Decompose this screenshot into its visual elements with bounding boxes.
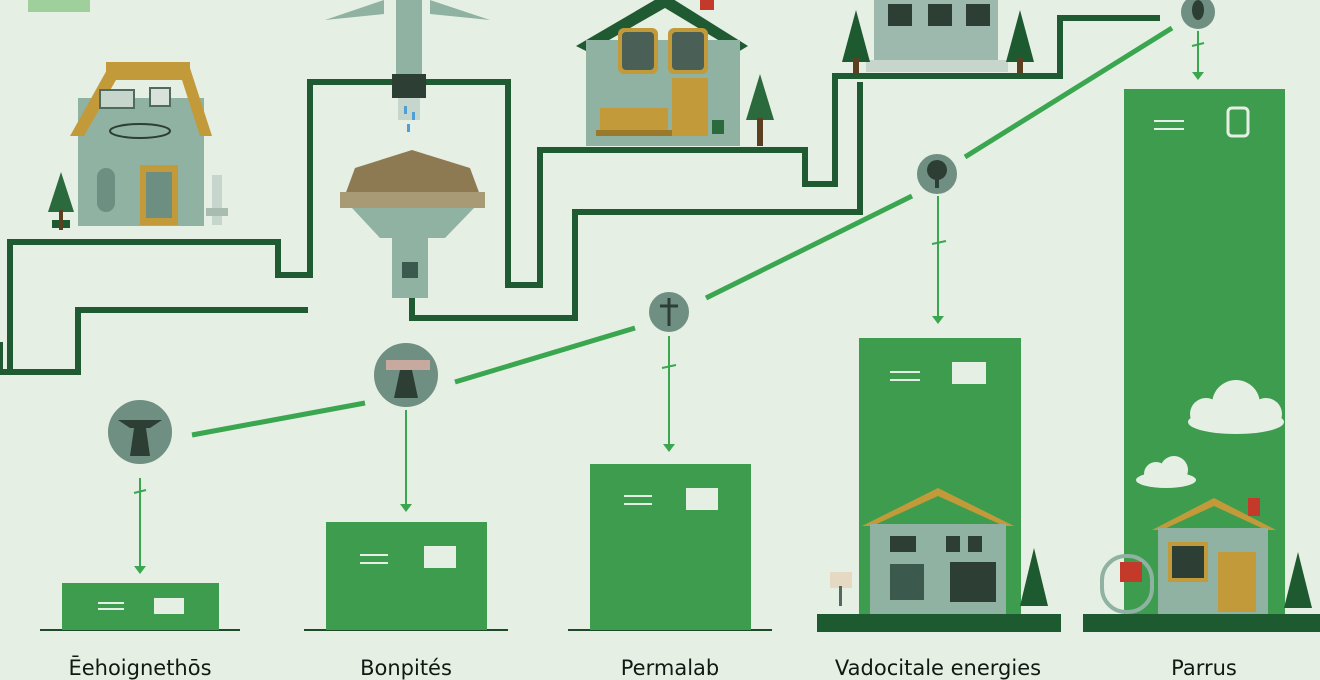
ground-strip-5 [1083,614,1320,632]
bench-icon [372,341,440,409]
house-column-5 [1100,498,1276,614]
column-4 [830,196,1048,614]
cloud-icon [1136,456,1196,488]
wind-turbine-icon [106,398,174,466]
column-5 [1100,26,1312,614]
column-label-2: Bonpités [360,656,452,680]
book-icon [154,598,184,614]
cloud-icon [1188,380,1284,434]
trend-seg-2 [454,325,636,385]
house-center [576,0,774,146]
ground-strip-4 [817,614,1061,632]
column-label-5: Parrus [1171,656,1237,680]
pipe-1 [0,15,1160,375]
column-3 [590,336,751,630]
book-icon [686,488,718,510]
tower-icon [647,290,691,334]
windmill-top [325,0,490,298]
building-top-right [842,0,1034,74]
trend-seg-3 [704,193,914,301]
house-left [48,62,228,230]
pipe-3 [409,82,863,321]
house-column-4 [830,488,1014,614]
pipe-2 [0,307,308,375]
trend-seg-1 [191,400,366,438]
column-2 [326,410,487,630]
tree-icon [915,152,959,196]
book-icon [952,362,986,384]
top-tab [28,0,90,12]
pipe-network [0,15,1160,375]
bar-1 [62,583,219,630]
column-label-3: Permalab [620,656,720,680]
document-icon [1226,106,1250,138]
nodes [106,0,1217,466]
column-1 [62,478,219,630]
trend-seg-4 [963,25,1174,160]
plant-icon [1179,0,1217,31]
bar-2 [326,522,487,630]
trend-line [191,25,1174,438]
bar-3 [590,464,751,630]
column-label-4: Vadocitale energies [834,656,1042,680]
bar-5 [1124,89,1285,614]
book-icon [424,546,456,568]
column-label-1: Ēehoignethōs [68,656,212,680]
